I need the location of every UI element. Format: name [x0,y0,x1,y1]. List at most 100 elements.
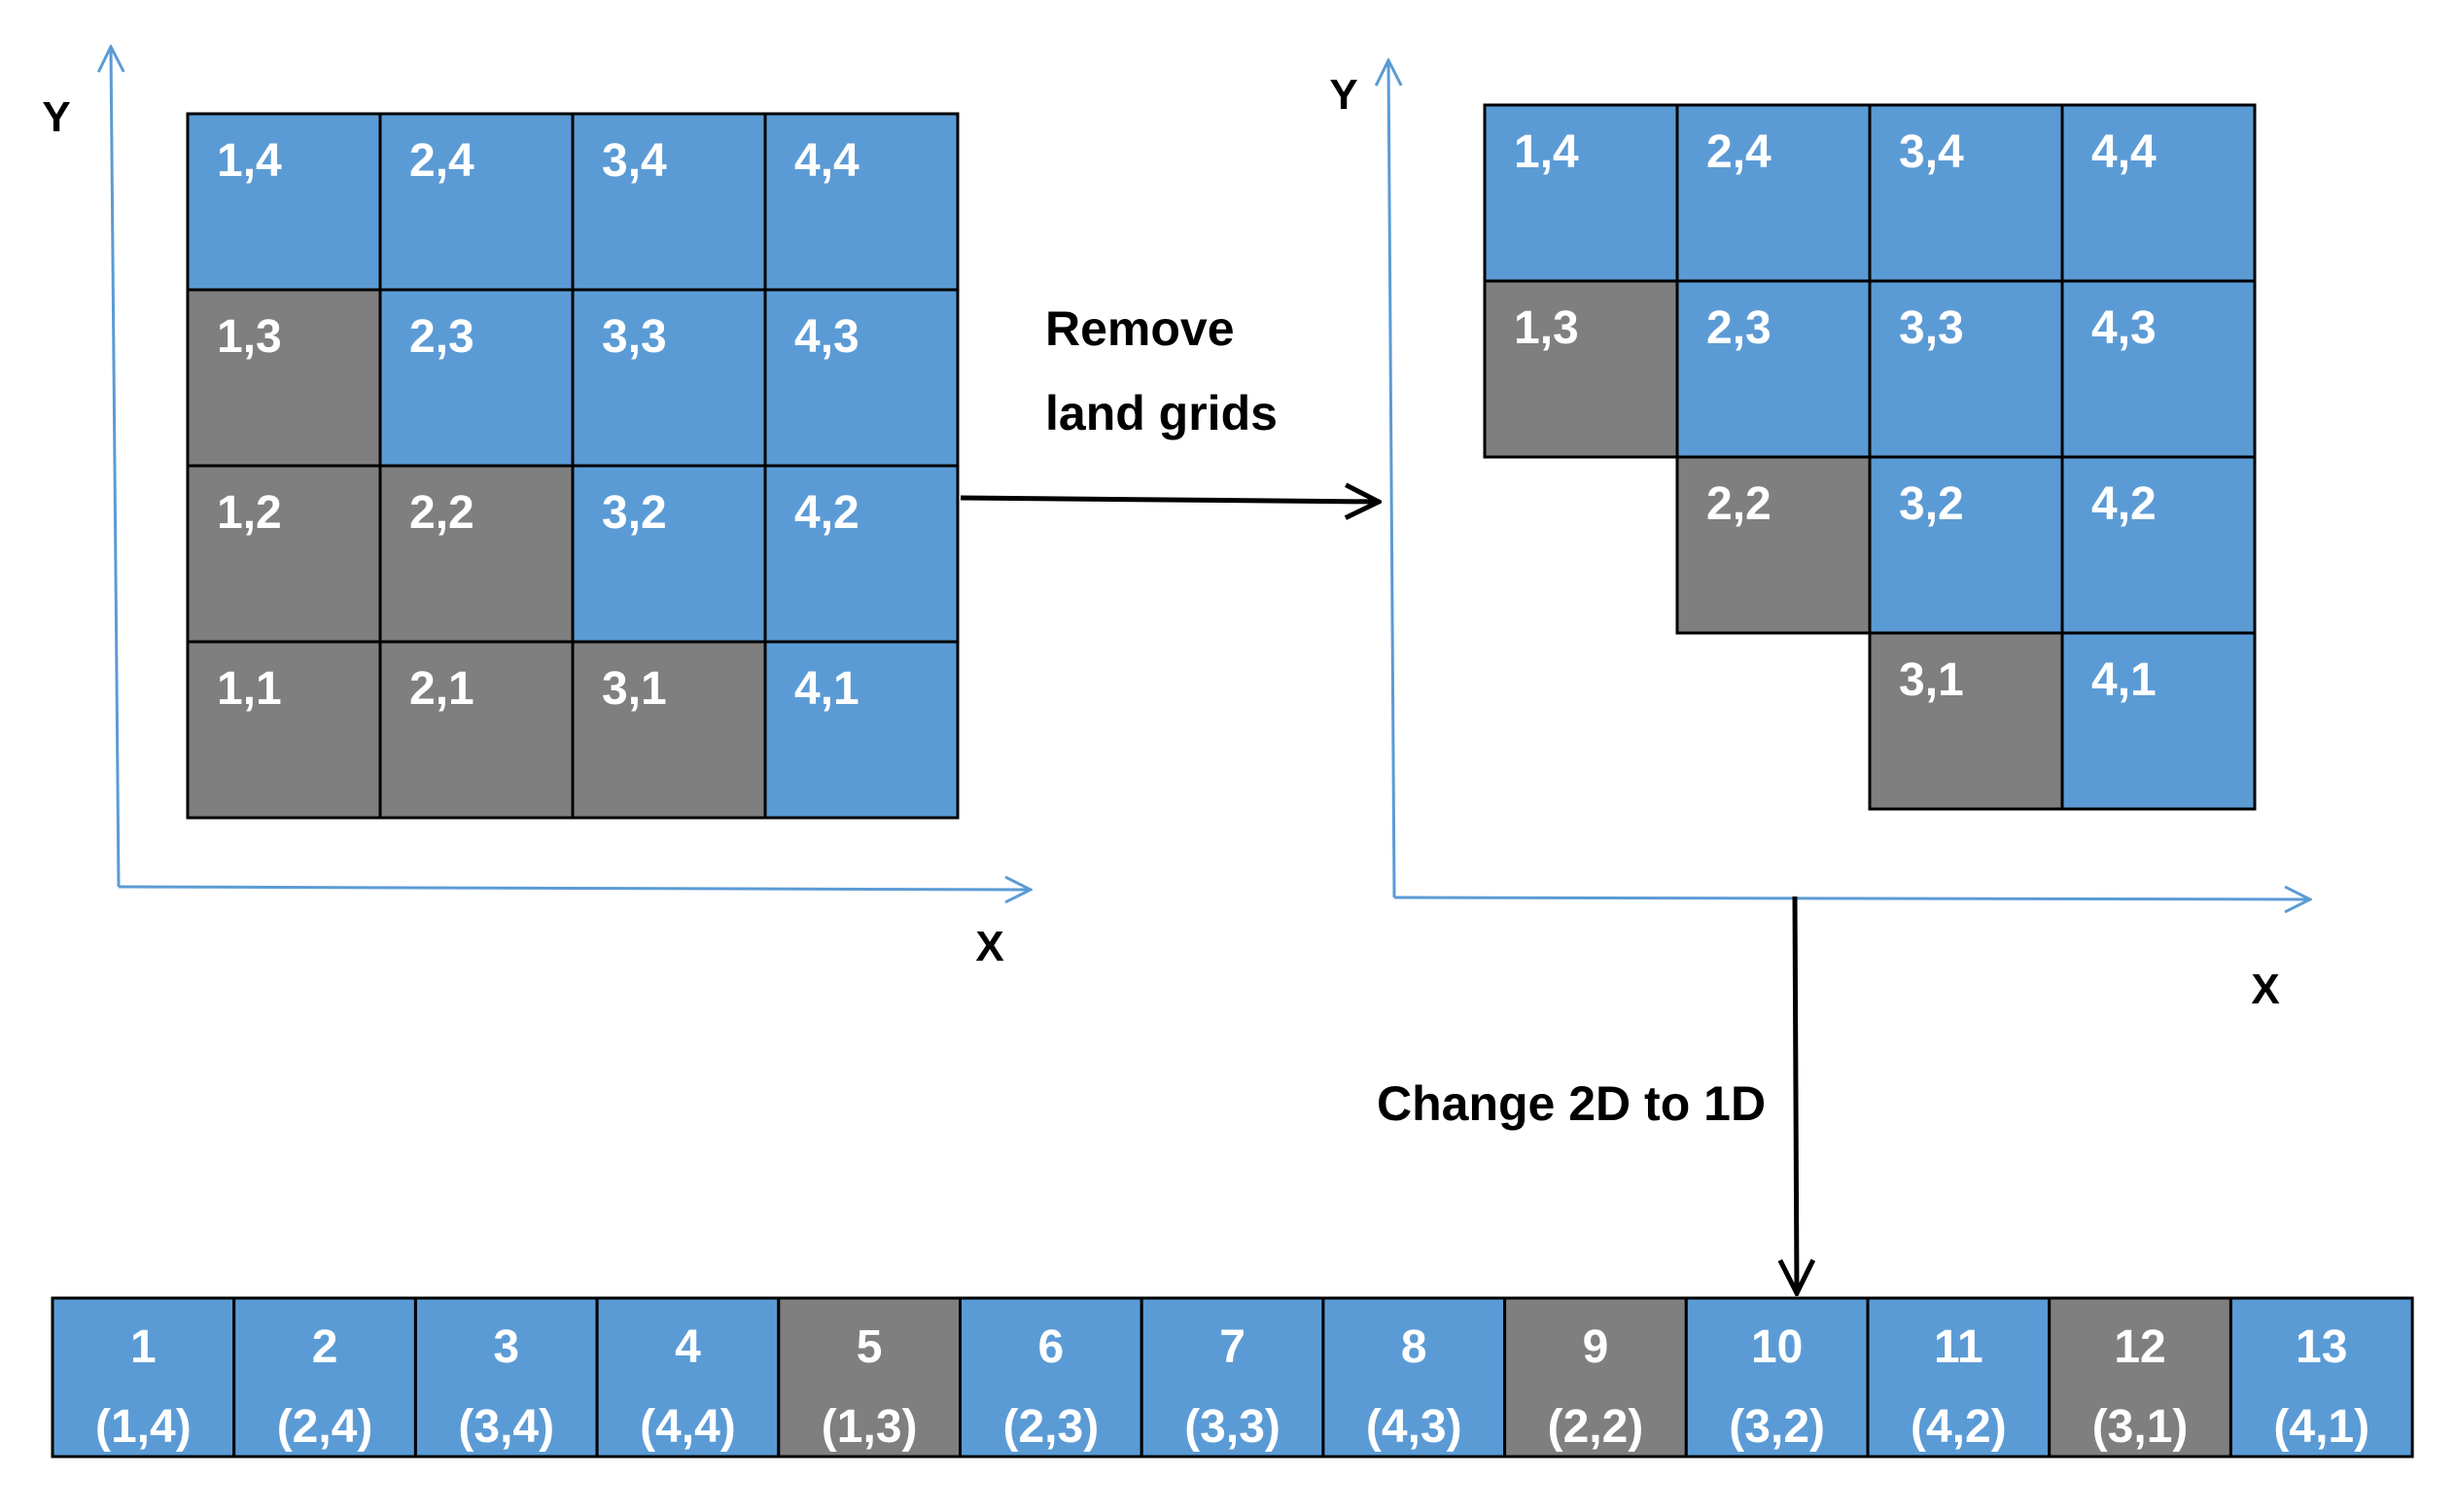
left-y-axis [111,47,119,888]
left-y-axis-label: Y [42,93,70,141]
right-axes: Y X [1329,60,2310,1013]
left-grid-cell-ocean [186,112,382,292]
remove-land-arrow-group: Remove land grids [960,301,1379,502]
left-grid-cell-land [378,640,575,820]
strip-cell-coord: (2,4) [277,1401,373,1453]
right-grid-cell-ocean [1483,103,1679,283]
right-grid-cell-label: 3,2 [1899,478,1964,530]
right-grid-cell-land [1483,279,1679,459]
change-caption: Change 2D to 1D [1377,1076,1766,1131]
left-grid: 1,4 2,4 3,4 4,4 1,3 2,3 3,3 4,3 1,2 2,2 3,2 4,2 1,1 2… [186,112,960,820]
remove-land-arrow [960,498,1379,502]
left-grid-cell-label: 3,4 [602,135,667,187]
right-grid-cell-label: 4,3 [2091,302,2157,354]
strip-cell-coord: (3,2) [1729,1401,1825,1453]
strip-cell-ocean [51,1296,236,1459]
strip-cell-ocean [959,1296,1143,1459]
left-grid-cell-ocean [378,288,575,468]
left-grid-cell-ocean [571,288,767,468]
remove-caption-line1: Remove [1045,301,1235,356]
strip-cell-coord: (4,1) [2273,1401,2369,1453]
right-grid-cell-label: 2,3 [1706,302,1772,354]
left-grid-cell-label: 3,1 [602,663,667,715]
strip-cell-land [1503,1296,1688,1459]
remove-caption-line2: land grids [1045,386,1278,440]
strip-cell-coord: (3,1) [2092,1401,2189,1453]
strip-cell-index: 9 [1583,1321,1609,1373]
left-grid-cell-label: 2,3 [409,311,474,363]
strip-cell-index: 7 [1219,1321,1246,1373]
right-grid-cell-label: 1,4 [1514,126,1579,178]
right-grid-cell-ocean [2060,455,2257,635]
left-grid-cell-ocean [571,464,767,644]
strip-cell-ocean [1140,1296,1325,1459]
right-grid-cell-ocean [2060,103,2257,283]
change-dimension-arrow [1795,896,1797,1293]
left-grid-cell-label: 4,2 [794,487,860,539]
left-grid-cell-label: 2,2 [409,487,474,539]
right-grid-cell-ocean [1868,103,2064,283]
strip-cell-land [2048,1296,2232,1459]
strip-cell-index: 13 [2296,1321,2347,1373]
left-grid-cell-label: 1,2 [217,487,282,539]
strip-cell-index: 12 [2114,1321,2165,1373]
left-grid-cell-label: 4,4 [794,135,860,187]
left-grid-cell-label: 3,2 [602,487,667,539]
right-grid-cell-ocean [1868,279,2064,459]
left-axes: Y X [42,47,1031,970]
left-grid-cell-label: 3,3 [602,311,667,363]
right-grid-cell-label: 1,3 [1514,302,1579,354]
left-x-axis [118,887,1031,890]
left-grid-cell-ocean [378,112,575,292]
strip-cell-index: 6 [1037,1321,1064,1373]
strip-cell-index: 1 [130,1321,157,1373]
left-grid-cell-ocean [763,640,960,820]
strip-cell-coord: (4,4) [640,1401,736,1453]
left-grid-cell-label: 1,4 [217,135,282,187]
left-grid-cell-label: 2,4 [409,135,474,187]
strip-cell-ocean [2228,1296,2414,1459]
one-d-strip: 1(1,4)2(2,4)3(3,4)4(4,4)5(1,3)6(2,3)7(3,… [51,1296,2414,1459]
strip-cell-index: 5 [857,1321,883,1373]
left-grid-cell-label: 1,1 [217,663,282,715]
right-grid-cell-ocean [1868,455,2064,635]
strip-cell-coord: (1,3) [822,1401,918,1453]
right-y-axis-label: Y [1329,71,1357,119]
left-grid-cell-label: 2,1 [409,663,474,715]
right-grid-cell-label: 4,2 [2091,478,2157,530]
right-grid-cell-ocean [2060,279,2257,459]
strip-cell-index: 3 [493,1321,519,1373]
left-grid-cell-land [571,640,767,820]
strip-cell-coord: (3,3) [1184,1401,1281,1453]
strip-cell-ocean [1866,1296,2052,1459]
right-y-axis [1388,60,1394,898]
right-grid-cell-label: 3,4 [1899,126,1964,178]
right-grid-cell-ocean [1675,103,1872,283]
strip-cell-index: 2 [312,1321,338,1373]
strip-cell-index: 11 [1934,1321,1983,1373]
strip-cell-coord: (2,2) [1548,1401,1644,1453]
left-grid-cell-ocean [763,288,960,468]
left-x-axis-label: X [975,923,1003,970]
right-x-axis-label: X [2251,966,2279,1013]
left-grid-cell-ocean [763,112,960,292]
right-x-axis [1393,897,2310,899]
strip-cell-ocean [413,1296,599,1459]
right-grid-cell-ocean [1675,279,1872,459]
strip-cell-coord: (3,4) [458,1401,554,1453]
strip-cell-index: 10 [1751,1321,1803,1373]
right-grid-cell-label: 3,3 [1899,302,1964,354]
strip-cell-coord: (4,3) [1366,1401,1462,1453]
left-grid-cell-label: 4,3 [794,311,860,363]
right-grid-cell-label: 3,1 [1899,654,1964,706]
right-grid-cell-label: 4,1 [2091,654,2157,706]
right-grid-cell-label: 2,4 [1706,126,1772,178]
strip-cell-coord: (4,2) [1911,1401,2007,1453]
left-grid-cell-label: 4,1 [794,663,860,715]
strip-cell-coord: (1,4) [95,1401,192,1453]
left-grid-cell-land [186,640,382,820]
strip-cell-index: 8 [1401,1321,1427,1373]
left-grid-cell-label: 1,3 [217,311,282,363]
